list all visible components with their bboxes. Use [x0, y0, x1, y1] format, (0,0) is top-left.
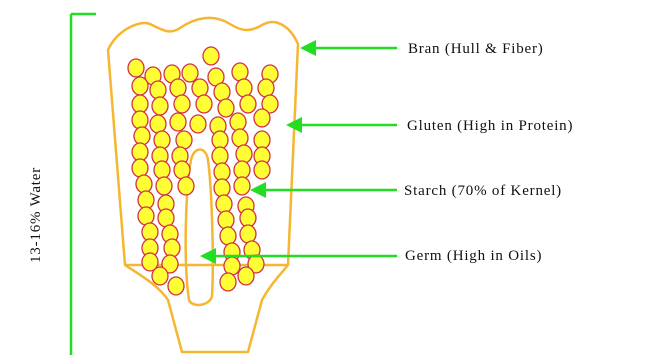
starch-granule	[218, 211, 234, 229]
starch-granule	[254, 161, 270, 179]
starch-granules	[128, 47, 278, 295]
starch-granule	[240, 225, 256, 243]
starch-granule	[212, 147, 228, 165]
starch-granule	[132, 111, 148, 129]
starch-granule	[218, 99, 234, 117]
starch-granule	[132, 95, 148, 113]
starch-granule	[234, 177, 250, 195]
starch-granule	[230, 113, 246, 131]
gluten-arrow	[286, 117, 397, 133]
starch-granule	[254, 109, 270, 127]
starch-granule	[214, 83, 230, 101]
starch-granule	[128, 59, 144, 77]
starch-granule	[174, 161, 190, 179]
starch-granule	[232, 63, 248, 81]
kernel-base	[125, 265, 288, 352]
starch-granule	[220, 273, 236, 291]
starch-granule	[158, 209, 174, 227]
water-bracket	[71, 14, 96, 355]
bran-label: Bran (Hull & Fiber)	[408, 41, 544, 57]
germ-label: Germ (High in Oils)	[405, 248, 542, 264]
water-label: 13-16% Water	[28, 167, 44, 263]
starch-granule	[138, 207, 154, 225]
starch-granule	[240, 95, 256, 113]
starch-granule	[182, 64, 198, 82]
starch-granule	[214, 163, 230, 181]
starch-granule	[232, 129, 248, 147]
starch-granule	[174, 95, 190, 113]
starch-granule	[152, 267, 168, 285]
starch-granule	[178, 177, 194, 195]
starch-granule	[212, 131, 228, 149]
starch-granule	[170, 79, 186, 97]
starch-granule	[134, 127, 150, 145]
starch-granule	[150, 81, 166, 99]
starch-label: Starch (70% of Kernel)	[404, 183, 562, 199]
starch-granule	[238, 267, 254, 285]
starch-granule	[150, 115, 166, 133]
starch-granule	[136, 175, 152, 193]
starch-granule	[216, 195, 232, 213]
starch-granule	[176, 131, 192, 149]
starch-granule	[132, 143, 148, 161]
starch-granule	[132, 77, 148, 95]
starch-granule	[138, 191, 154, 209]
starch-granule	[156, 177, 172, 195]
starch-granule	[192, 79, 208, 97]
starch-granule	[203, 47, 219, 65]
starch-granule	[234, 161, 250, 179]
starch-granule	[132, 159, 148, 177]
starch-granule	[240, 209, 256, 227]
starch-granule	[258, 79, 274, 97]
starch-granule	[164, 239, 180, 257]
starch-granule	[196, 95, 212, 113]
bran-arrow	[300, 40, 397, 56]
starch-granule	[220, 227, 236, 245]
starch-granule	[154, 131, 170, 149]
starch-granule	[170, 113, 186, 131]
starch-granule	[254, 131, 270, 149]
gluten-label: Gluten (High in Protein)	[407, 118, 573, 134]
starch-granule	[214, 179, 230, 197]
starch-granule	[190, 115, 206, 133]
starch-granule	[224, 257, 240, 275]
starch-granule	[168, 277, 184, 295]
starch-granule	[236, 145, 252, 163]
starch-arrow	[250, 182, 397, 198]
starch-granule	[152, 97, 168, 115]
starch-granule	[154, 161, 170, 179]
starch-granule	[236, 79, 252, 97]
starch-granule	[142, 223, 158, 241]
